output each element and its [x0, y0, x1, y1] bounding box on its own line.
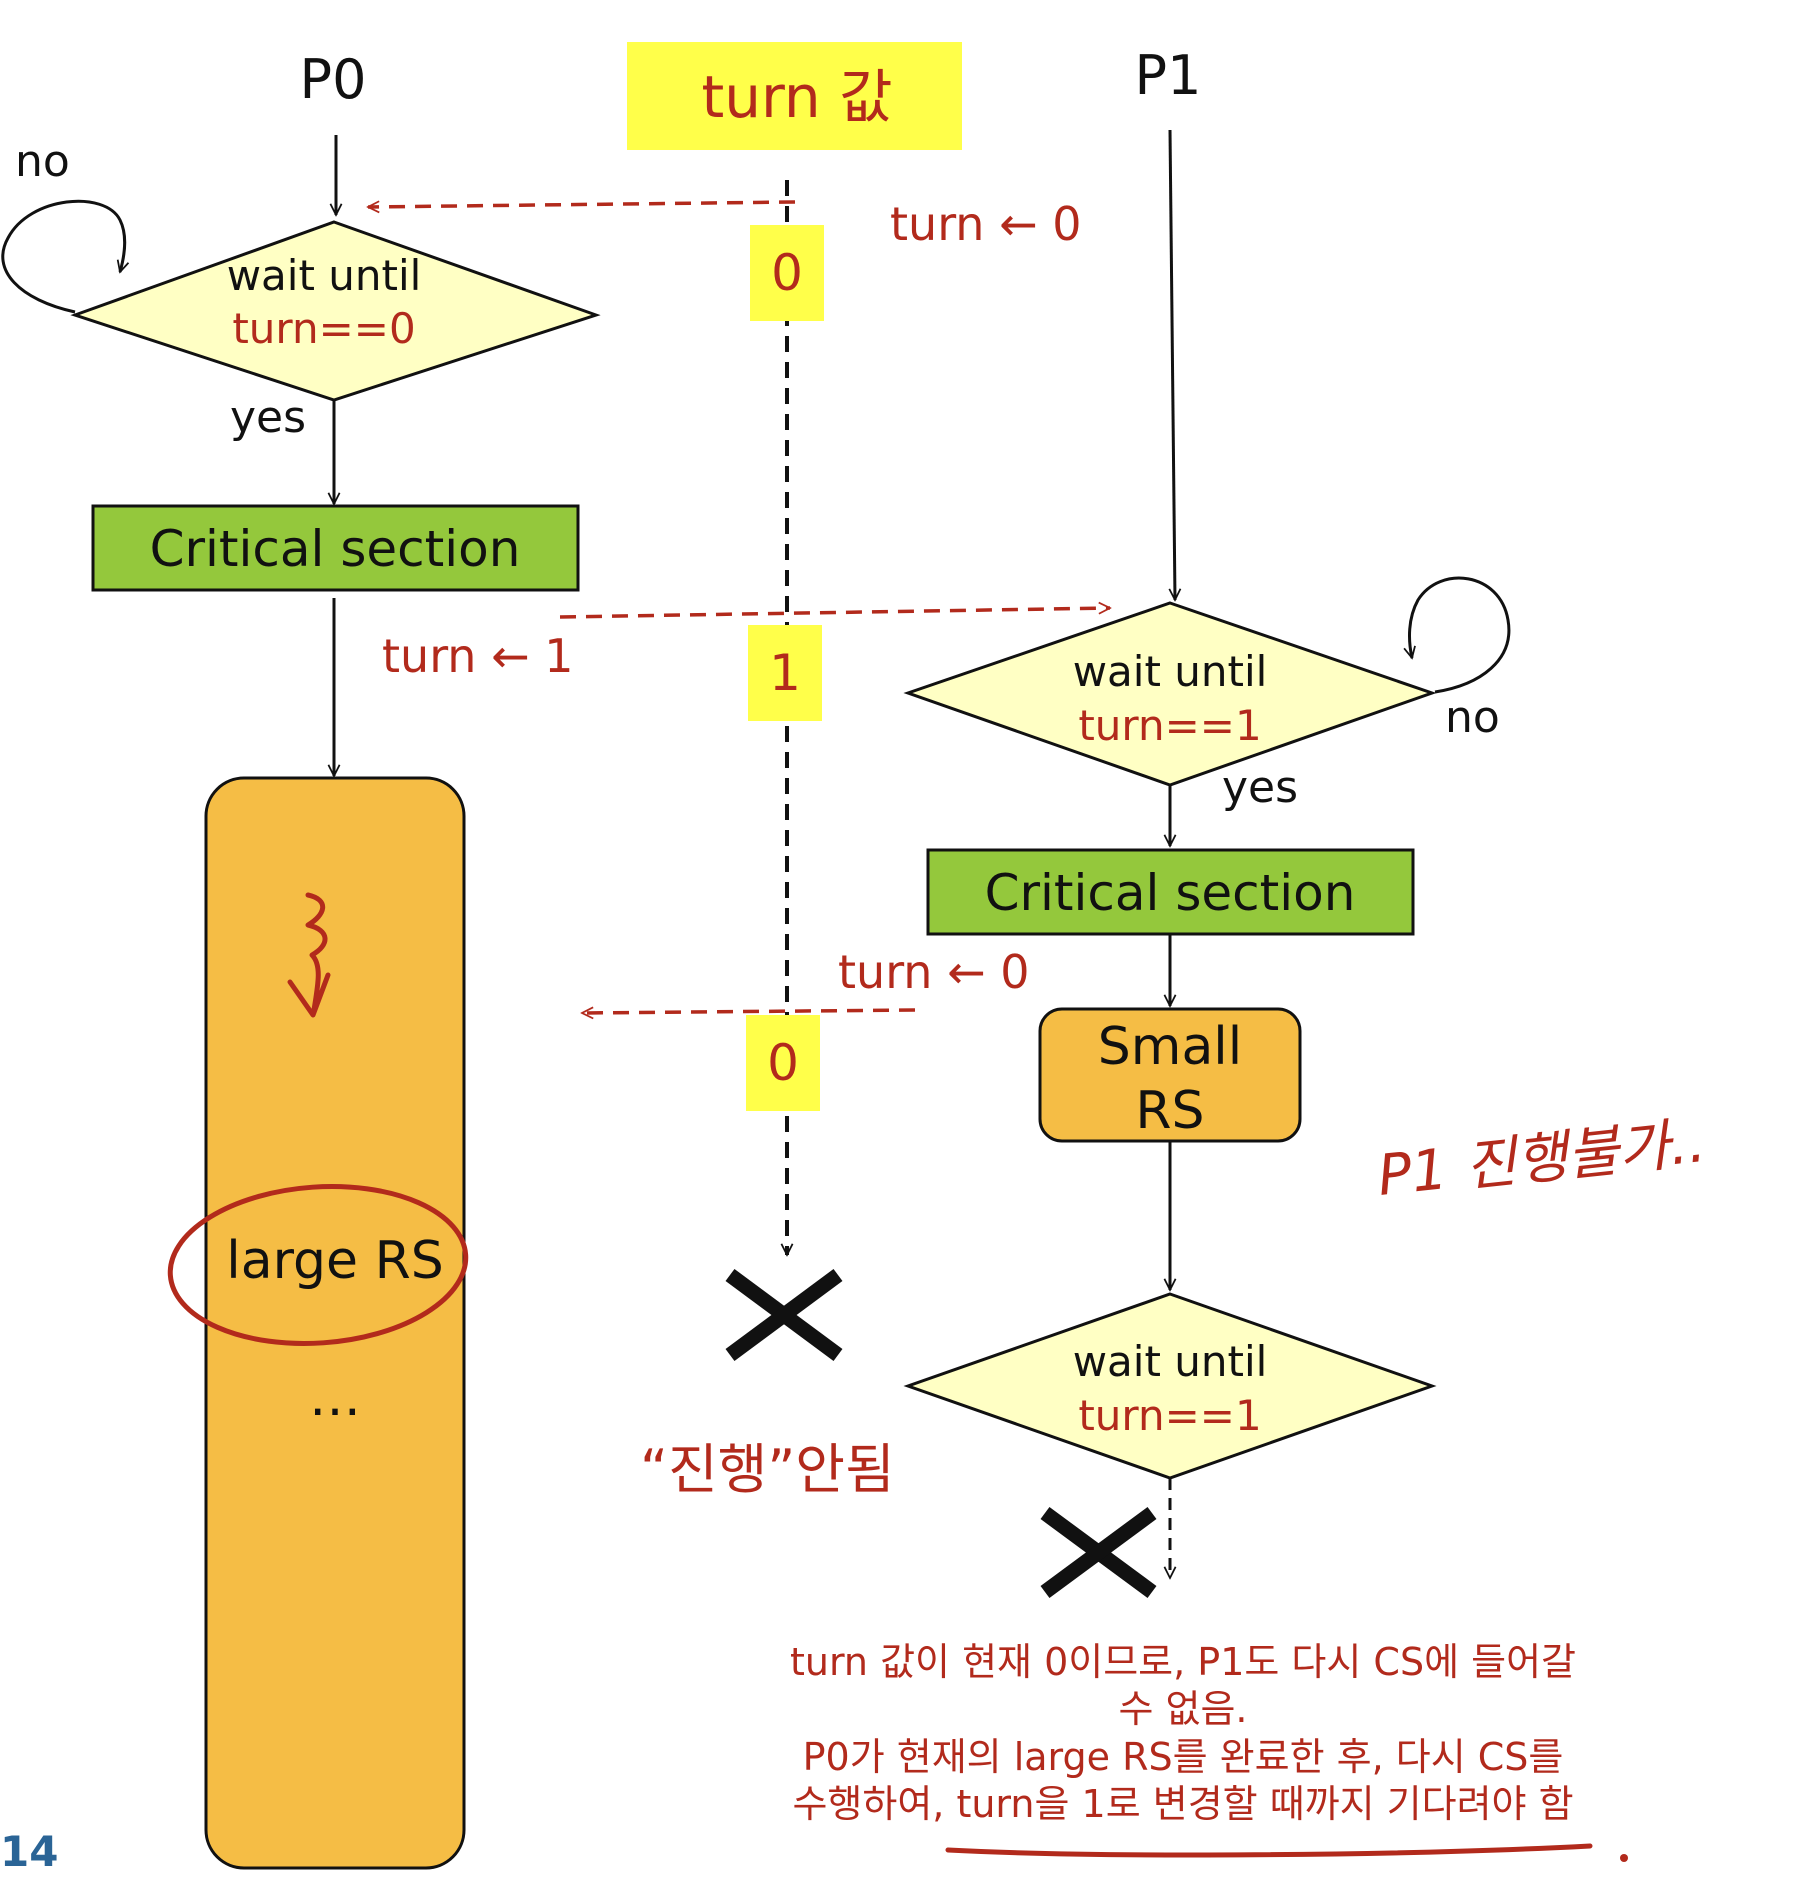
handwritten-underline — [945, 1843, 1593, 1858]
turn-value-box-3 — [746, 1015, 820, 1111]
p0-yes-label: yes — [230, 392, 306, 443]
p1-wait2-line1: wait until — [1073, 1337, 1268, 1386]
p1-no-label: no — [1445, 692, 1500, 743]
turn-value-title-box — [627, 42, 962, 150]
p0-wait-line2: turn==0 — [232, 304, 415, 353]
turn-value-3: 0 — [767, 1034, 799, 1092]
turn-0-signal-to-p0-lower-arrow — [582, 1010, 916, 1013]
p1-wait-line2: turn==1 — [1078, 701, 1261, 750]
p1-assign-turn-0-initial: turn ← 0 — [890, 197, 1082, 251]
p0-rs-ellipsis: … — [309, 1368, 361, 1428]
explanation-line-2: 수 없음. — [1118, 1687, 1247, 1731]
p1-entry-arrow — [1168, 129, 1175, 600]
p1-small-rs-line1: Small — [1098, 1017, 1242, 1077]
p1-wait-line1: wait until — [1073, 647, 1268, 696]
p1-critical-section-label: Critical section — [985, 864, 1356, 922]
p1-small-rs-line2: RS — [1135, 1081, 1204, 1141]
handwritten-down-arrow-icon — [287, 892, 331, 1018]
explanation-line-1: turn 값이 현재 0이므로, P1도 다시 CS에 들어갈 — [790, 1640, 1576, 1684]
turn-value-box-2 — [748, 625, 822, 721]
p1-title: P1 — [1135, 44, 1202, 107]
explanation-line-4: 수행하여, turn을 1로 변경할 때까지 기다려야 함 — [792, 1782, 1573, 1826]
no-progress-annotation: “진행”안됨 — [640, 1438, 895, 1501]
p0-title: P0 — [300, 48, 367, 111]
slide-number: 14 — [0, 1827, 58, 1874]
turn-value-2: 1 — [769, 644, 801, 702]
p1-yes-label: yes — [1222, 762, 1298, 813]
turn-value-1: 0 — [771, 244, 803, 302]
p1-no-loop-arrow — [1410, 576, 1511, 694]
p0-no-label: no — [15, 136, 70, 187]
p0-large-rs-box — [204, 776, 466, 1870]
turn-value-title: turn 값 — [702, 63, 893, 131]
handwritten-circle-highlight — [167, 1184, 469, 1346]
p1-wait2-line2: turn==1 — [1078, 1391, 1261, 1440]
p0-critical-section-box — [91, 504, 580, 592]
p1-wait2-diamond — [903, 1292, 1437, 1480]
blocked-x-mark-center — [725, 1268, 843, 1362]
p1-assign-turn-0: turn ← 0 — [838, 945, 1030, 999]
p0-wait-line1: wait until — [227, 251, 422, 300]
p0-critical-section-label: Critical section — [150, 520, 521, 578]
blocked-x-mark-p1 — [1040, 1506, 1157, 1599]
p0-large-rs-label: large RS — [226, 1231, 443, 1291]
p0-assign-turn-1: turn ← 1 — [382, 629, 574, 683]
p1-critical-section-box — [926, 848, 1415, 936]
turn-value-box-1 — [750, 225, 824, 321]
explanation-line-3: P0가 현재의 large RS를 완료한 후, 다시 CS를 — [803, 1735, 1564, 1779]
p1-handwritten-note: P1 진행불가.. — [1375, 1110, 1709, 1209]
turn-1-signal-to-p1-arrow — [559, 608, 1110, 619]
turn-0-signal-to-p0-arrow — [368, 200, 796, 207]
p0-no-loop-arrow — [1, 199, 125, 314]
handwritten-period-dot — [1620, 1854, 1628, 1862]
